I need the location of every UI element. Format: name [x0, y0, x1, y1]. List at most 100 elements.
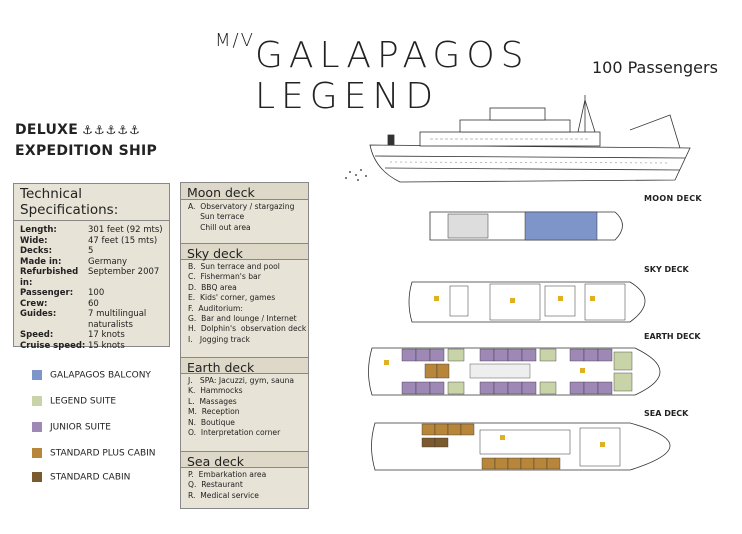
spec-key: Speed: [20, 330, 54, 340]
technical-specifications: Technical Specifications: Length: 301 fee… [13, 183, 170, 351]
legend-swatch [32, 422, 42, 432]
spec-key: Passenger: [20, 288, 74, 298]
deck-facility-item: Sun terrace [188, 212, 245, 222]
deck-facility-item: O. Interpretation corner [188, 428, 281, 438]
spec-value: 47 feet (15 mts) [88, 235, 158, 246]
deck-facility-list: A. Observatory / stargazing Sun terrace … [188, 202, 308, 233]
ship-type: DELUXE⚓⚓⚓⚓⚓ EXPEDITION SHIP [15, 120, 157, 162]
legend-label: LEGEND SUITE [50, 396, 117, 407]
legend-item: STANDARD PLUS CABIN [32, 448, 156, 459]
spec-row: Length: 301 feet (92 mts) [20, 225, 163, 236]
deck-facility-item: R. Medical service [188, 490, 259, 500]
deck-facility-item: M. Reception [188, 407, 240, 417]
deck-facility-item: J. SPA: Jacuzzi, gym, sauna [188, 376, 295, 385]
deck-facility-item: F. Auditorium: [188, 303, 243, 313]
deck-name: Moon deck [181, 183, 308, 200]
legend-label: STANDARD CABIN [50, 472, 131, 483]
deck-facility-item: D. BBQ area [188, 282, 237, 292]
sea-deck-plan [371, 422, 671, 471]
earth-deck-label: EARTH DECK [644, 332, 701, 341]
deck-plans-drawing: MOON DECK SKY DECK EARTH DECK [345, 95, 702, 471]
deck-name: Sky deck [181, 243, 308, 261]
specs-table: Length: 301 feet (92 mts) Wide: 47 feet (15… [20, 225, 163, 351]
deck-facility-item: I. Jogging track [188, 334, 250, 344]
spec-value: September 2007 [88, 267, 160, 277]
spec-key: Refurbished in: [20, 267, 79, 288]
ship-type-line2: EXPEDITION SHIP [15, 143, 158, 159]
deck-facility-item: H. Dolphin's observation deck [188, 324, 307, 334]
deck-section: Moon deck A. Observatory / stargazing Sun… [181, 183, 308, 233]
passenger-count: 100 Passengers [592, 58, 718, 77]
specs-title: Technical Specifications: [14, 184, 169, 221]
legend-item: JUNIOR SUITE [32, 422, 111, 433]
sky-deck-plan [408, 281, 646, 323]
deck-facility-item: P. Embarkation area [188, 470, 267, 479]
ship-title: M/V GALAPAGOS LEGEND [205, 30, 545, 117]
ship-profile-illustration [369, 95, 691, 183]
legend-swatch [32, 396, 42, 406]
deck-facility-item: B. Sun terrace and pool [188, 262, 280, 271]
spec-row: Passenger: 100 [20, 288, 163, 299]
spec-value: 5 [88, 246, 94, 256]
sky-deck-label: SKY DECK [644, 265, 690, 274]
legend-item: STANDARD CABIN [32, 472, 130, 483]
legend-swatch [32, 370, 42, 380]
sea-deck-label: SEA DECK [644, 409, 689, 418]
deck-facility-item: K. Hammocks [188, 386, 243, 396]
deck-facility-item: N. Boutique [188, 417, 235, 427]
ship-name: GALAPAGOS LEGEND [255, 35, 530, 117]
anchor-rating-icon: ⚓⚓⚓⚓⚓ [82, 123, 141, 137]
moon-deck-plan [429, 211, 623, 241]
spec-row: Cruise speed:15 knots [20, 341, 163, 352]
spec-row: Made in: Germany [20, 257, 163, 268]
deck-facilities-panel: Moon deck A. Observatory / stargazing Sun… [180, 182, 309, 509]
deck-facility-item: Q. Restaurant [188, 480, 243, 490]
legend-swatch [32, 448, 42, 458]
spec-value: 301 feet (92 mts) [88, 225, 163, 235]
spec-value: 100 [88, 288, 105, 298]
legend-item: LEGEND SUITE [32, 396, 116, 407]
spec-key: Wide: [20, 235, 48, 246]
spec-row: Crew: 60 [20, 299, 163, 310]
deck-facility-item: G. Bar and lounge / Internet [188, 314, 297, 324]
deck-facility-item: L. Massages [188, 396, 237, 406]
deck-facility-item: C. Fisherman's bar [188, 272, 261, 282]
deck-facility-item: E. Kids' corner, games [188, 293, 276, 303]
deck-facility-item: Chill out area [188, 222, 251, 232]
spec-row: Speed: 17 knots [20, 330, 163, 341]
legend-label: STANDARD PLUS CABIN [50, 448, 156, 459]
spec-key: Decks: [20, 246, 52, 256]
legend-item: GALAPAGOS BALCONY [32, 370, 151, 381]
spec-key: Guides: [20, 309, 57, 319]
spec-key: Made in: [20, 256, 62, 267]
spec-value: Germany [88, 256, 128, 267]
moon-deck-label: MOON DECK [644, 194, 702, 203]
deck-name: Earth deck [181, 357, 308, 375]
spec-value: 7 multilingual naturalists [88, 309, 147, 330]
spec-value: 15 knots [88, 340, 125, 351]
ship-prefix: M/V [215, 30, 255, 51]
legend-label: GALAPAGOS BALCONY [50, 370, 151, 381]
spec-row: Guides: 7 multilingual naturalists [20, 309, 163, 330]
spec-value: 60 [88, 298, 99, 309]
spec-key: Length: [20, 225, 57, 235]
spec-key: Cruise speed: [20, 340, 86, 351]
deck-facility-item: A. Observatory / stargazing [188, 202, 295, 211]
spec-row: Wide: 47 feet (15 mts) [20, 236, 163, 247]
spec-row: Decks: 5 [20, 246, 163, 257]
spec-key: Crew: [20, 298, 48, 309]
ship-type-line1: DELUXE [15, 122, 79, 138]
wave-illustration [345, 169, 367, 181]
deck-name: Sea deck [181, 451, 308, 469]
spec-row: Refurbished in: September 2007 [20, 267, 163, 288]
legend-label: JUNIOR SUITE [50, 422, 111, 433]
legend-swatch [32, 472, 42, 482]
spec-value: 17 knots [88, 330, 125, 340]
earth-deck-plan [368, 347, 661, 396]
